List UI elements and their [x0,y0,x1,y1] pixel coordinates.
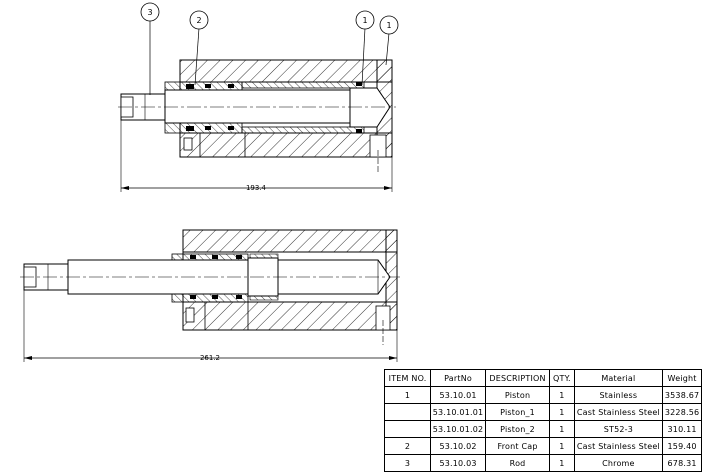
bom-description: Piston_1 [484,403,551,421]
bom-header-weight: Weight [662,369,702,387]
table-row: 2 53.10.02 Front Cap 1 Cast Stainless St… [383,437,702,455]
bom-item: 2 [383,437,432,455]
bom-material: Cast Stainless Steel [573,403,664,421]
bom-qty: 1 [549,420,575,438]
bom-material: ST52-3 [573,420,664,438]
bom-material: Chrome [573,454,664,472]
bom-item: 1 [383,386,432,404]
balloons: 3 2 1 1 [140,2,399,95]
top-piston-sleeve-lower [241,126,365,134]
bom-header-row: ITEM NO. PartNo DESCRIPTION QTY. Materia… [383,369,702,387]
top-section-view: 193.4 [118,59,396,192]
bom-description: Piston_2 [484,420,551,438]
top-piston-sleeve-upper [241,81,365,89]
svg-text:1: 1 [362,16,367,25]
bom-header-qty: QTY. [549,369,575,387]
bom-description: Front Cap [484,437,551,455]
bom-material: Cast Stainless Steel [573,437,664,455]
bom-header-partno: PartNo [430,369,486,387]
top-housing-upper [179,59,393,83]
balloon-1-housing [379,15,399,35]
bom-header-material: Material [573,369,664,387]
bom-description: Piston [484,386,551,404]
bottom-housing-upper [182,229,398,253]
top-housing-lower [179,132,393,158]
bom-description: Rod [484,454,551,472]
bom-qty: 1 [549,437,575,455]
bom-qty: 1 [549,454,575,472]
bottom-dimension-text: 261.2 [200,354,220,362]
bom-qty: 1 [549,403,575,421]
balloon-2 [189,10,209,30]
bom-partno: 53.10.01 [430,386,486,404]
bom-weight: 3538.67 [662,386,702,404]
bom-weight: 3228.56 [662,403,702,421]
bom-partno: 53.10.02 [430,437,486,455]
bom-qty: 1 [549,386,575,404]
bom-weight: 159.40 [662,437,702,455]
bom-weight: 310.11 [662,420,702,438]
bom-partno: 53.10.01.02 [430,420,486,438]
svg-text:3: 3 [147,8,152,17]
bottom-section-view: 261.2 [20,229,400,362]
bom-item [383,420,432,438]
table-row: 1 53.10.01 Piston 1 Stainless 3538.67 [383,386,702,404]
bom-item [383,403,432,421]
bill-of-materials-table: ITEM NO. PartNo DESCRIPTION QTY. Materia… [383,369,702,472]
bom-header-description: DESCRIPTION [484,369,551,387]
table-row: 53.10.01.01 Piston_1 1 Cast Stainless St… [383,403,702,421]
bom-partno: 53.10.03 [430,454,486,472]
svg-text:2: 2 [196,16,201,25]
bottom-rod-tip [277,259,391,295]
top-dimension-text: 193.4 [246,184,267,192]
bom-header-item: ITEM NO. [383,369,432,387]
bom-weight: 678.31 [662,454,702,472]
svg-text:1: 1 [386,21,391,30]
balloon-3 [140,2,160,22]
bom-item: 3 [383,454,432,472]
table-row: 3 53.10.03 Rod 1 Chrome 678.31 [383,454,702,472]
bom-material: Stainless [573,386,664,404]
top-rod [164,89,351,124]
balloon-1-piston [355,10,375,30]
table-row: 53.10.01.02 Piston_2 1 ST52-3 310.11 [383,420,702,438]
bom-partno: 53.10.01.01 [430,403,486,421]
bottom-housing-lower [182,301,398,331]
